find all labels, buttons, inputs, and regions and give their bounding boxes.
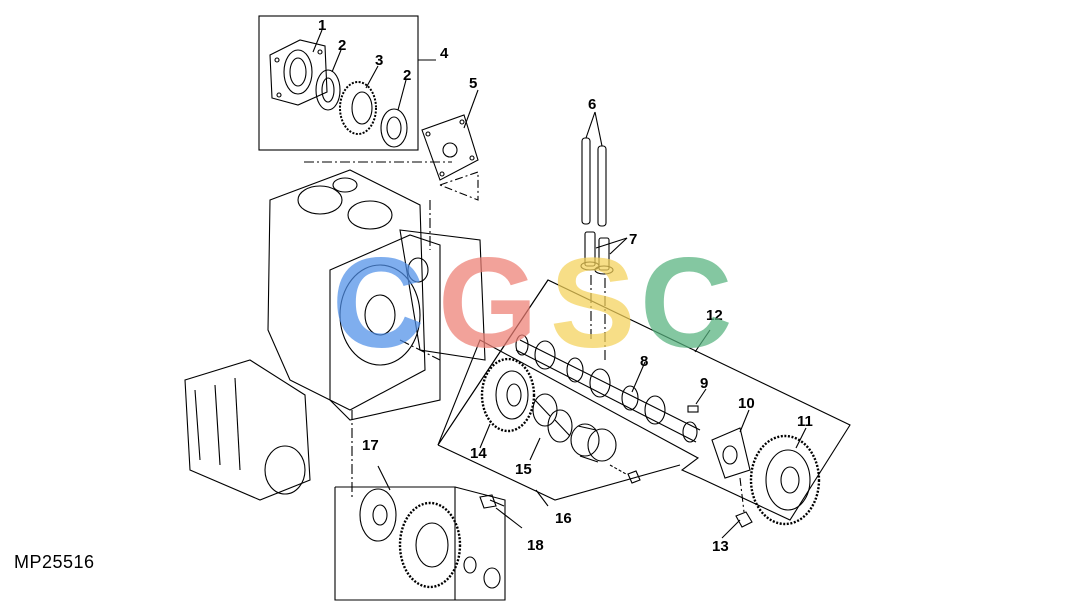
gear-part — [480, 357, 536, 433]
idler-gear-part — [339, 81, 377, 135]
callout-8: 8 — [640, 353, 649, 370]
hub-part — [570, 423, 641, 484]
watermark-letter: G — [438, 232, 538, 375]
callout-14: 14 — [470, 445, 487, 462]
key-part — [687, 405, 699, 413]
watermark-letter: S — [550, 232, 636, 375]
callout-16: 16 — [555, 510, 572, 527]
callout-7: 7 — [629, 231, 638, 248]
callout-18: 18 — [527, 537, 544, 554]
camshaft-gear-part — [749, 434, 821, 526]
callout-12: 12 — [706, 307, 723, 324]
callout-2: 2 — [403, 67, 412, 84]
callout-13: 13 — [712, 538, 729, 555]
figure-id: MP25516 — [14, 552, 95, 572]
callout-9: 9 — [700, 375, 709, 392]
bolt-part — [735, 511, 753, 528]
inset-box-group-4 — [258, 15, 419, 151]
gasket-part — [421, 114, 479, 181]
group-12-outline — [437, 279, 851, 521]
thrust-plate-part — [711, 427, 751, 479]
injection-pump — [184, 359, 311, 501]
callout-10: 10 — [738, 395, 755, 412]
callout-1: 1 — [318, 17, 327, 34]
watermark-letter: C — [332, 232, 425, 375]
cam-follower-part — [580, 231, 614, 275]
push-rod-part — [581, 137, 607, 227]
callout-4: 4 — [440, 45, 449, 62]
bearing-part — [315, 69, 408, 148]
screw-part — [479, 494, 505, 509]
engine-block — [267, 169, 486, 421]
callout-5: 5 — [469, 75, 478, 92]
callout-2: 2 — [338, 37, 347, 54]
watermark-letter: C — [640, 232, 733, 375]
callout-17: 17 — [362, 437, 379, 454]
callout-3: 3 — [375, 52, 384, 69]
callout-15: 15 — [515, 461, 532, 478]
timing-gear-part — [359, 488, 501, 589]
bearing-housing-part — [269, 39, 328, 106]
callout-6: 6 — [588, 96, 597, 113]
camshaft-part — [515, 334, 701, 443]
group-16-outline — [437, 279, 549, 446]
bushing-part — [532, 393, 573, 443]
callout-11: 11 — [797, 413, 813, 430]
